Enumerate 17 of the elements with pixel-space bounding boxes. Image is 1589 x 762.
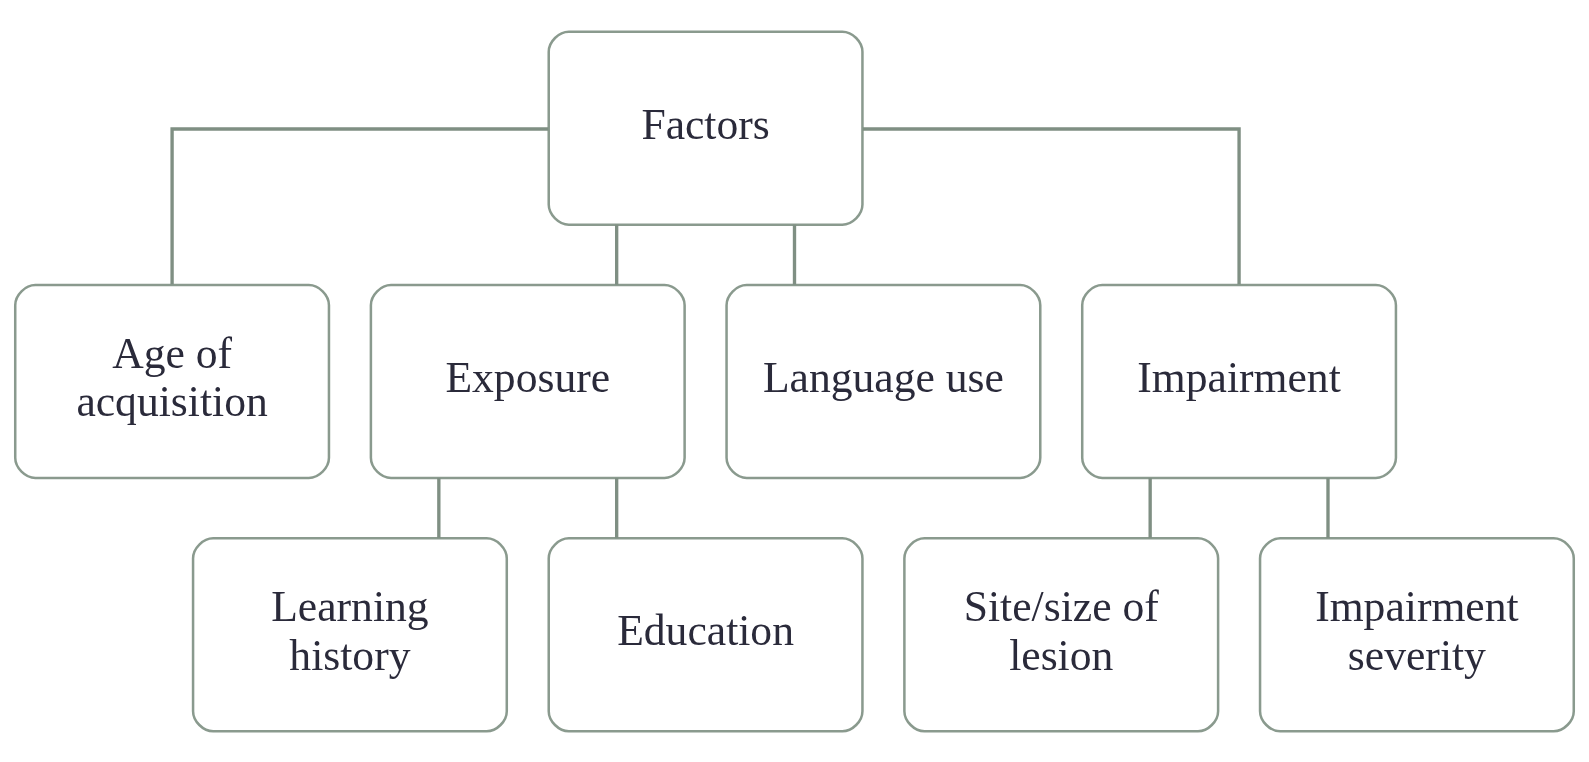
connector [437,477,441,538]
connector [615,224,619,285]
node-box: Site/size of lesion [903,536,1220,733]
connector [615,477,619,538]
node-box: Education [547,536,864,733]
connector [862,126,1241,285]
connector [1326,477,1330,538]
node-box: Exposure [369,283,686,479]
node-box: Language use [725,283,1042,479]
connector [170,126,549,285]
node-box: Impairment severity [1258,536,1576,733]
node-box: Factors [547,29,864,226]
node-box: Learning history [191,536,509,733]
node-box: Age of acquisition [13,283,331,479]
connector [792,224,797,285]
node-box: Impairment [1080,283,1398,479]
connector [1148,477,1152,538]
